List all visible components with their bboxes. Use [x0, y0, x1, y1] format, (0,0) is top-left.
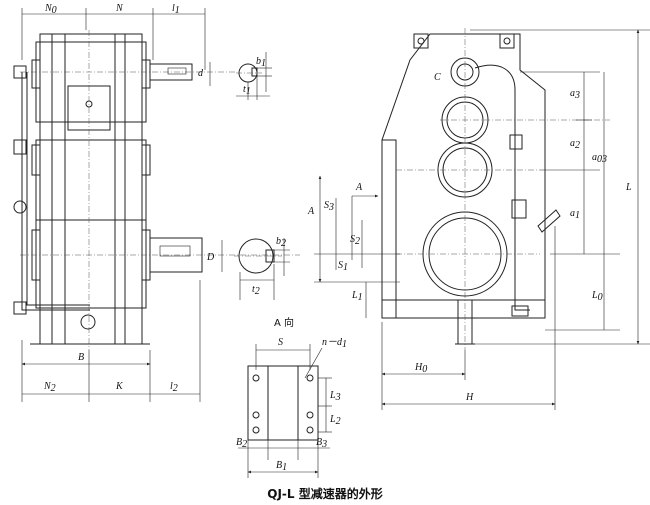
oil-pipe: [21, 72, 90, 311]
dim-B2: B2: [236, 437, 247, 450]
shaft-section-d: b1 t1 d: [198, 52, 272, 100]
dim-L1: L1: [351, 290, 363, 303]
dim-K: K: [115, 381, 124, 392]
dim-N: N: [115, 3, 124, 14]
figure-caption: QJ-L 型减速器的外形: [267, 487, 383, 501]
dim-N2: N2: [43, 381, 56, 394]
dim-L3: L3: [329, 390, 341, 403]
dim-a2: a2: [570, 138, 580, 151]
dim-S1: S1: [338, 260, 348, 273]
dim-l2: l2: [170, 381, 178, 394]
hole-spec-n-d1: n－d1: [322, 337, 347, 350]
foot-outline: [247, 365, 319, 441]
dim-d: d: [198, 68, 204, 79]
label-C: C: [434, 72, 441, 83]
dim-t1: t1: [243, 84, 251, 97]
dim-L0: L0: [591, 290, 603, 303]
dim-H0: H0: [414, 362, 427, 375]
dim-D: D: [206, 252, 215, 263]
dim-S3: S3: [324, 200, 334, 213]
dim-b2: b2: [276, 236, 286, 249]
side-housing: [381, 33, 546, 319]
dim-t2: t2: [252, 284, 260, 297]
arrow-A: A: [355, 182, 363, 193]
input-shaft: [149, 63, 193, 81]
dim-a1: a1: [570, 208, 580, 221]
dim-L2: L2: [329, 414, 341, 427]
dim-A: A: [307, 206, 315, 217]
dim-S: S: [278, 337, 283, 348]
a-view-title: A 向: [274, 316, 294, 329]
dim-H: H: [465, 392, 474, 403]
side-oil-pipe: [474, 64, 530, 311]
housing-body: [39, 33, 143, 345]
a-direction-view: A 向 S n－d1 L3 L2 B2 B3 B1: [236, 316, 347, 478]
dim-b1: b1: [256, 56, 266, 69]
dim-B: B: [78, 352, 84, 363]
dim-B3: B3: [316, 437, 327, 450]
dim-N0: N0: [44, 3, 57, 16]
dim-S2: S2: [350, 234, 360, 247]
dim-L: L: [625, 182, 632, 193]
dim-a3: a3: [570, 88, 580, 101]
dim-B1: B1: [276, 460, 287, 473]
side-view: C A S3 A S2 S1 L1 a3 a2 a1 a03 L0 L: [307, 28, 650, 410]
dim-a03: a03: [592, 152, 607, 165]
shaft-section-D: b2 t2 D: [206, 236, 290, 300]
dim-l1: l1: [172, 3, 180, 16]
front-view: N0 N l1: [13, 3, 300, 402]
